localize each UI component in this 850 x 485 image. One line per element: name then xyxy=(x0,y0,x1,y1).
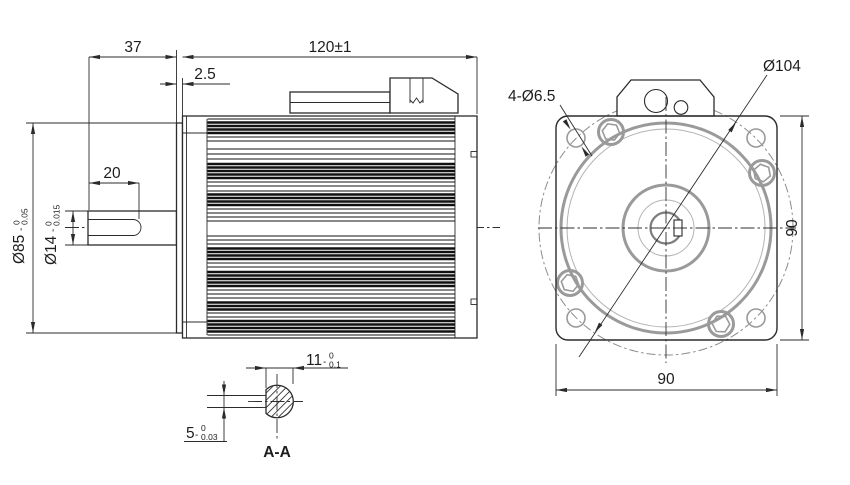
cooling-fins xyxy=(207,118,455,336)
motor-shaft xyxy=(87,210,178,246)
svg-text:11: 11 xyxy=(306,352,322,369)
dim-flange-height-text: 90 xyxy=(784,219,801,237)
svg-text:0: 0 xyxy=(44,221,54,226)
flange-pilot xyxy=(175,122,184,334)
svg-text:0: 0 xyxy=(201,423,206,433)
rear-notch-top xyxy=(470,151,478,158)
dim-across-flat-text: 11 - 0 0.1 xyxy=(306,351,341,370)
dim-mounting-holes-text: 4-Ø6.5 xyxy=(508,88,555,105)
mount-hole-tr xyxy=(746,128,766,148)
dim-keyway-length-text: 20 xyxy=(103,165,121,182)
svg-text:Ø85: Ø85 xyxy=(11,235,28,264)
hex-bolts xyxy=(556,118,776,338)
svg-text:-: - xyxy=(16,228,27,231)
svg-text:90: 90 xyxy=(784,219,801,237)
dim-shaft-dia-text: Ø14 - 0 0.015 xyxy=(43,204,62,265)
front-dimensions: 4-Ø6.5 Ø104 90 90 xyxy=(508,58,809,396)
svg-text:-: - xyxy=(48,229,59,232)
mount-hole-br xyxy=(746,308,766,328)
dim-pilot-depth-text: 2.5 xyxy=(194,66,216,83)
dim-body-length-text: 120±1 xyxy=(309,39,352,56)
section-view: 11 - 0 0.1 5 - 0 0.03 A-A xyxy=(184,351,348,461)
svg-text:0.1: 0.1 xyxy=(329,360,341,370)
dim-flange-width-text: 90 xyxy=(657,371,675,388)
dim-shaft-length-text: 37 xyxy=(124,39,141,56)
side-view: 37 120±1 2.5 20 Ø85 - 0 0.05 Ø14 - 0 0.0… xyxy=(11,39,500,339)
dim-pilot-dia-text: Ø85 - 0 0.05 xyxy=(11,208,30,264)
section-dimensions: 11 - 0 0.1 5 - 0 0.03 A-A xyxy=(184,351,348,461)
mount-hole-bl xyxy=(566,308,586,328)
svg-text:0.03: 0.03 xyxy=(201,432,218,442)
side-connector xyxy=(289,77,459,114)
svg-text:Ø14: Ø14 xyxy=(43,235,60,265)
svg-text:5: 5 xyxy=(186,425,195,442)
motor-body xyxy=(181,115,478,339)
dim-key-width-text: 5 - 0 0.03 xyxy=(186,423,218,442)
shaft-section-outline xyxy=(265,384,294,419)
svg-text:0: 0 xyxy=(329,351,334,361)
svg-text:0.015: 0.015 xyxy=(52,204,62,226)
svg-text:-: - xyxy=(195,430,198,441)
mount-hole-leader xyxy=(559,104,593,157)
front-view: 4-Ø6.5 Ø104 90 90 xyxy=(508,58,809,396)
front-connector xyxy=(616,79,715,117)
bolt-circle-leader xyxy=(578,74,768,358)
side-dimensions: 37 120±1 2.5 20 Ø85 - 0 0.05 Ø14 - 0 0.0… xyxy=(11,39,478,334)
dim-bolt-circle-text: Ø104 xyxy=(763,58,801,75)
dimension-arrowheads xyxy=(30,54,805,419)
rear-notch-bottom xyxy=(470,298,478,305)
svg-text:0.05: 0.05 xyxy=(20,208,30,225)
mount-hole-tl xyxy=(566,128,586,148)
svg-text:-: - xyxy=(323,357,326,368)
section-label: A-A xyxy=(263,444,291,461)
svg-text:0: 0 xyxy=(12,220,22,225)
